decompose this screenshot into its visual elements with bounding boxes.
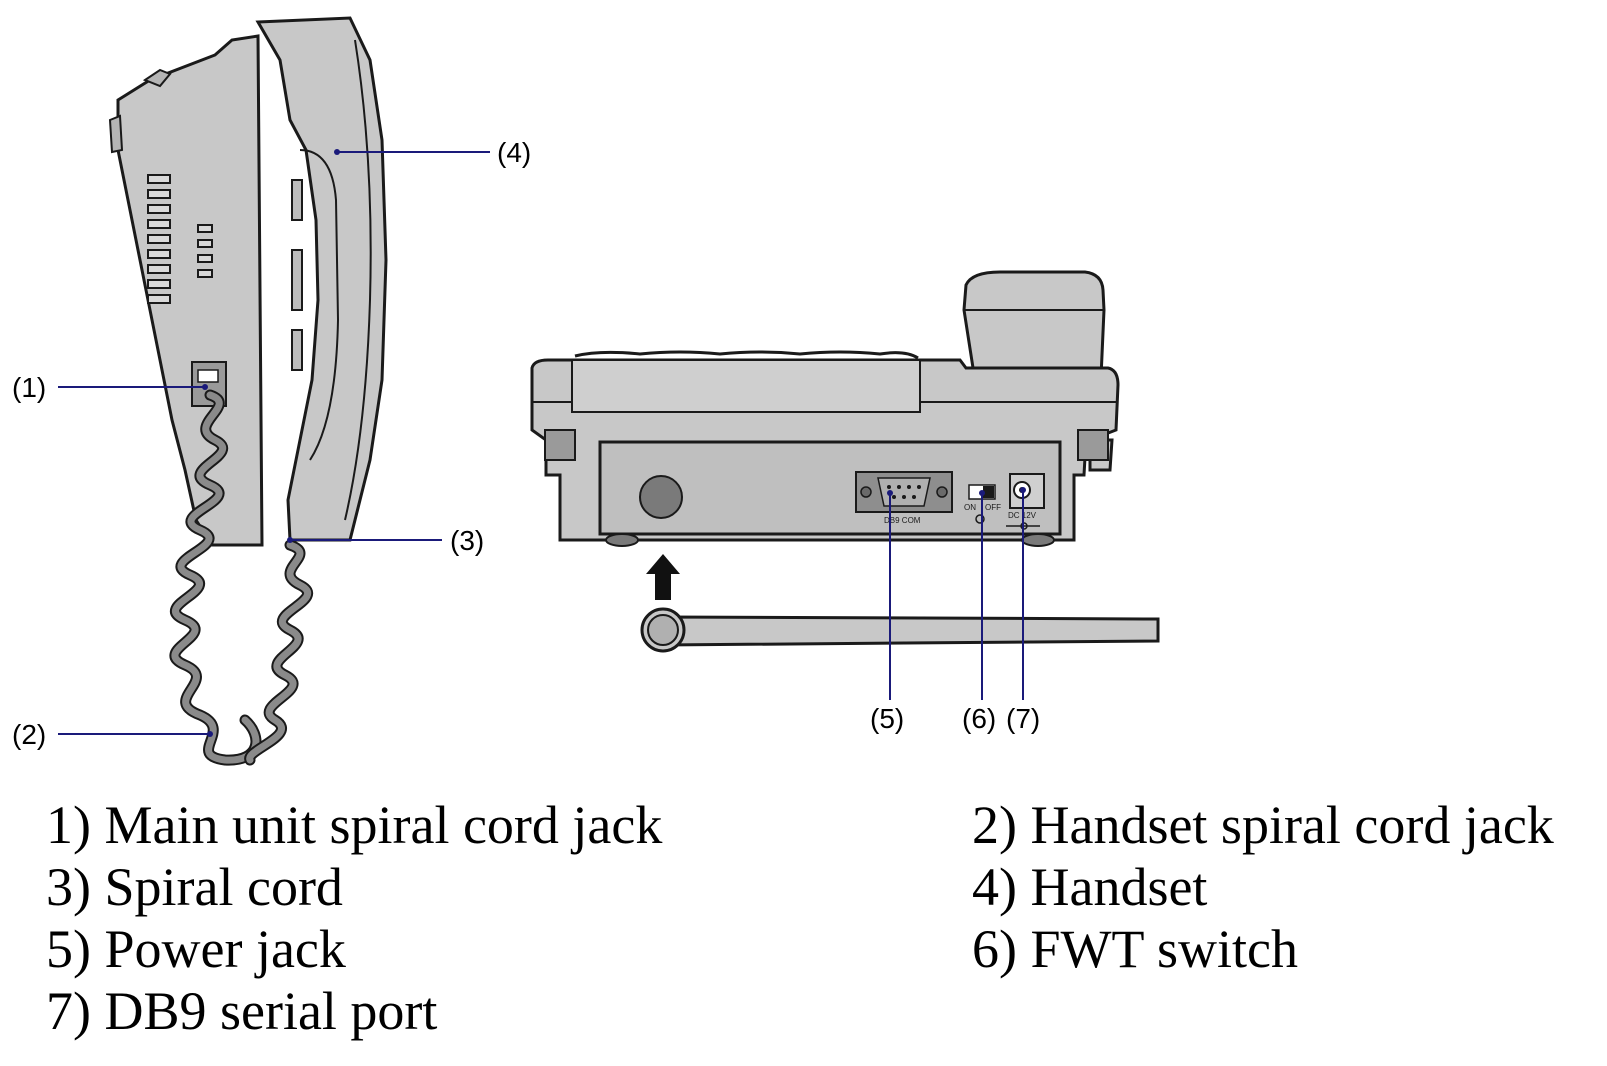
side-view-phone (108, 16, 388, 766)
db9-label: DB9 COM (884, 516, 921, 525)
side-view-base (116, 34, 264, 547)
legend-item-4: 4) Handset (972, 857, 1208, 917)
db9-serial-port: DB9 COM (855, 471, 953, 525)
side-view-vents (147, 174, 213, 304)
legend-item-1: 1) Main unit spiral cord jack (46, 795, 663, 855)
callout-1: (1) (12, 372, 46, 403)
legend-item-3: 3) Spiral cord (46, 857, 343, 917)
legend-item-5: 5) Power jack (46, 919, 346, 979)
callout-7: (7) (1006, 703, 1040, 734)
insert-arrow-icon (646, 554, 680, 600)
callout-3: (3) (450, 525, 484, 556)
switch-off-label: OFF (985, 503, 1001, 512)
phone-diagram: (1) (2) (3) (4) DB9 COM (12, 16, 1160, 766)
side-view-leader-lines (58, 151, 490, 735)
back-view-leader-lines (889, 490, 1024, 700)
legend-item-7: 7) DB9 serial port (46, 981, 438, 1041)
callout-4: (4) (497, 137, 531, 168)
callout-6: (6) (962, 703, 996, 734)
legend-item-2: 2) Handset spiral cord jack (972, 795, 1554, 855)
side-view-handset (255, 16, 388, 542)
switch-on-label: ON (964, 503, 976, 512)
legend-item-6: 6) FWT switch (972, 919, 1298, 979)
callout-5: (5) (870, 703, 904, 734)
stand-bracket (640, 607, 1160, 653)
callout-2: (2) (12, 719, 46, 750)
stand-hole (639, 475, 683, 519)
back-view-phone: DB9 COM ON OFF DC 12V (530, 270, 1120, 547)
